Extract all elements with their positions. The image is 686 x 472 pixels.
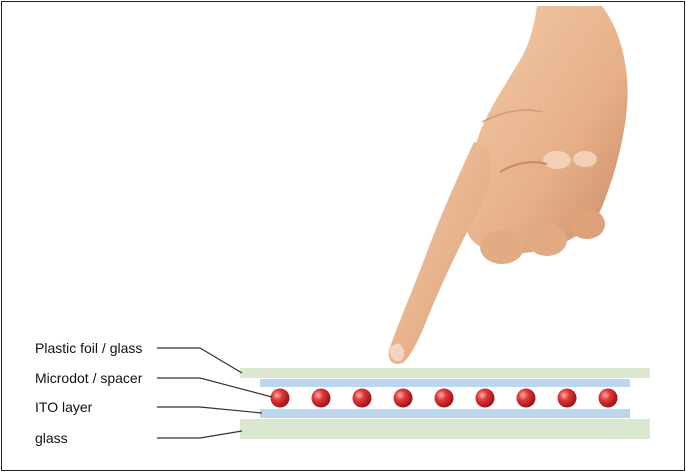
label-microdot: Microdot / spacer bbox=[35, 370, 142, 386]
microdot-3 bbox=[353, 389, 372, 408]
label-glass: glass bbox=[35, 430, 68, 446]
top-glass-layer bbox=[240, 368, 650, 378]
microdot-6 bbox=[476, 389, 495, 408]
microdot-8 bbox=[558, 389, 577, 408]
top-ito-layer bbox=[260, 379, 630, 387]
label-plastic-foil: Plastic foil / glass bbox=[35, 340, 142, 356]
microdot-5 bbox=[435, 389, 454, 408]
leader-line-plastic-foil bbox=[157, 348, 242, 373]
microdot-4 bbox=[394, 389, 413, 408]
bottom-ito-layer bbox=[260, 409, 630, 418]
microdot-9 bbox=[599, 389, 618, 408]
label-ito-layer: ITO layer bbox=[35, 399, 92, 415]
leader-line-ito bbox=[157, 407, 262, 413]
bottom-glass-layer bbox=[240, 419, 650, 439]
microdot-2 bbox=[312, 389, 331, 408]
leader-line-microdot bbox=[157, 378, 272, 397]
microdot-1 bbox=[271, 389, 290, 408]
microdot-row bbox=[271, 389, 618, 408]
leader-line-glass bbox=[157, 431, 242, 438]
pointing-hand-icon bbox=[389, 6, 628, 364]
microdot-7 bbox=[517, 389, 536, 408]
